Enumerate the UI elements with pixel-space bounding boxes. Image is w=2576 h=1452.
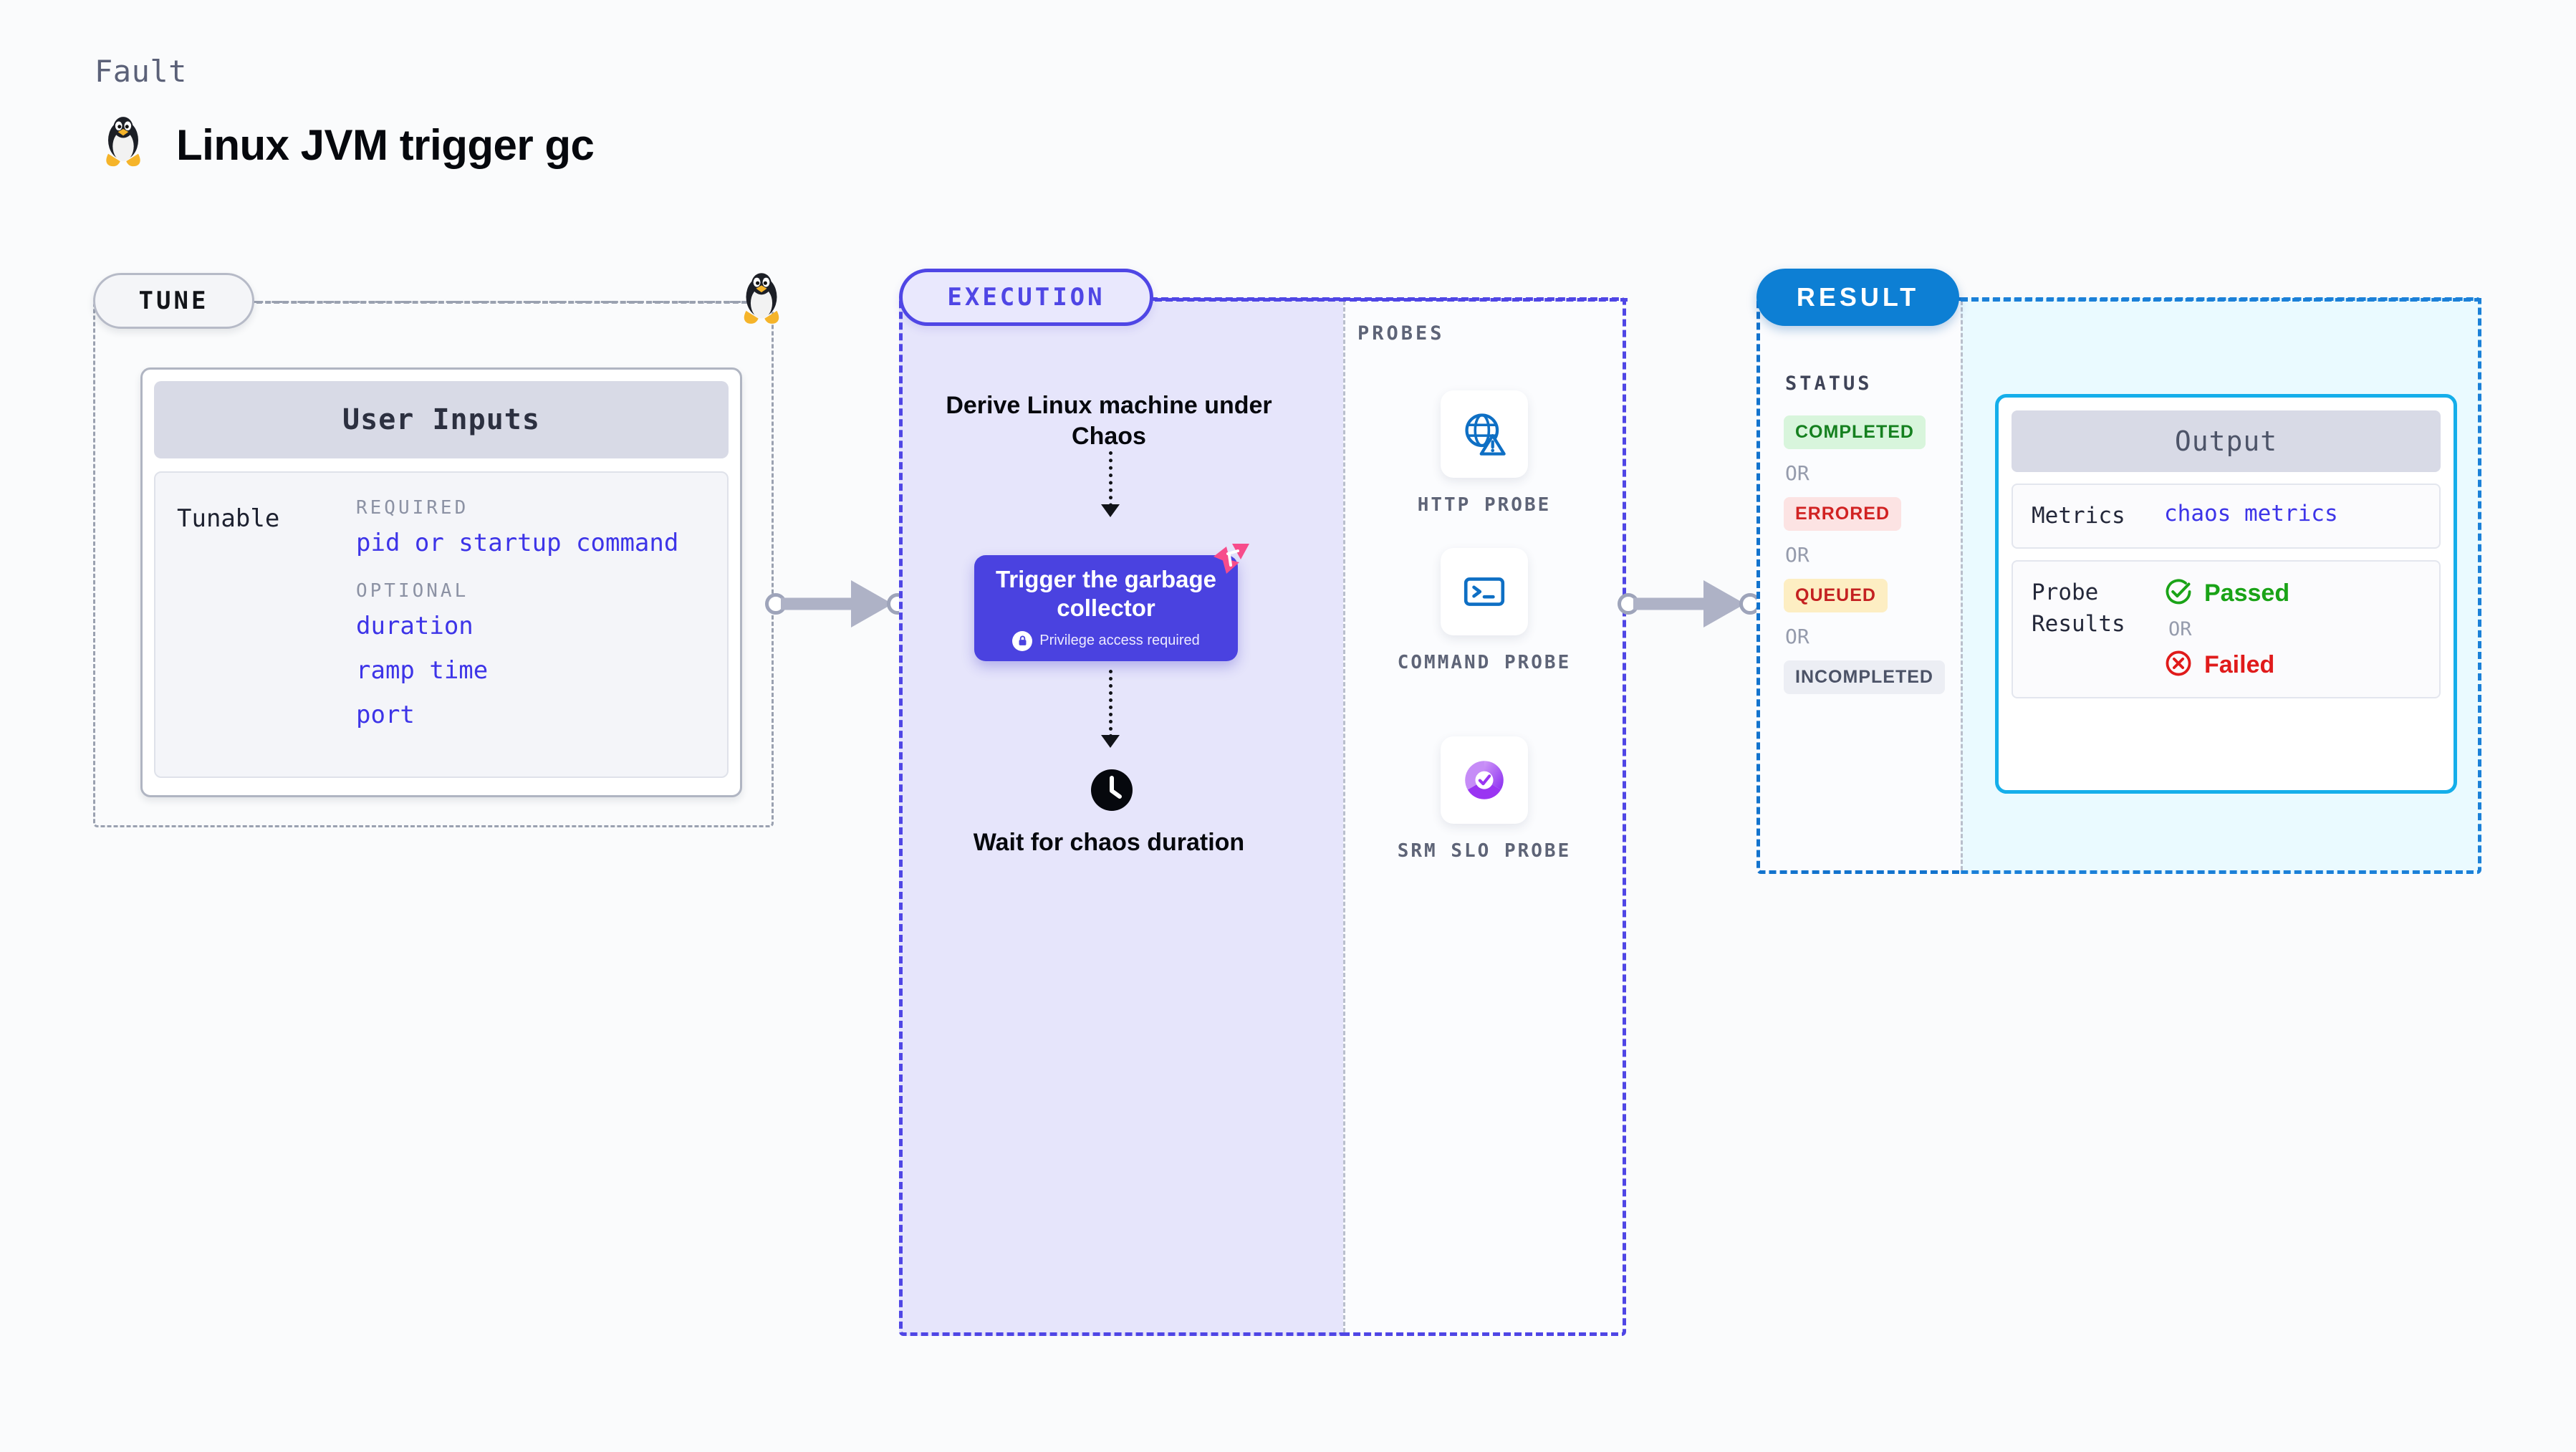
status-label: STATUS [1785, 372, 1873, 395]
x-circle-icon [2164, 649, 2193, 681]
status-or-1: OR [1785, 461, 1810, 485]
execution-step-derive: Derive Linux machine under Chaos [946, 392, 1272, 450]
connector-arrowhead [851, 580, 893, 628]
user-inputs-body: Tunable REQUIRED pid or startup command … [154, 471, 729, 778]
stage-pill-execution[interactable]: EXECUTION [899, 269, 1153, 326]
probes-divider [1343, 301, 1345, 1332]
status-badge-incompleted: INCOMPLETED [1784, 660, 1945, 694]
status-or-2: OR [1785, 543, 1810, 567]
probe-result-failed: Failed [2164, 649, 2421, 681]
execution-panel [899, 297, 1343, 1336]
fault-kicker: Fault [95, 54, 187, 89]
passed-label: Passed [2204, 580, 2290, 607]
page-title-row: Linux JVM trigger gc [99, 115, 595, 175]
linux-tux-corner-icon [736, 271, 787, 332]
probe-result-passed: Passed [2164, 577, 2421, 610]
recycle-icon [1212, 542, 1252, 580]
execution-step-wait: Wait for chaos duration [973, 829, 1245, 856]
user-inputs-title: User Inputs [154, 381, 729, 458]
result-divider [1961, 301, 1963, 870]
output-row-metrics: Metrics chaos metrics [2012, 484, 2441, 549]
page-title: Linux JVM trigger gc [176, 120, 595, 169]
privilege-note-text: Privilege access required [1039, 633, 1200, 649]
probe-results-key: Probe Results [2032, 580, 2125, 637]
output-row-probe-results: Probe Results Passed OR [2012, 560, 2441, 699]
check-circle-icon [2164, 577, 2193, 610]
probes-label: PROBES [1357, 322, 1445, 345]
connector-execution-to-result [1618, 580, 1761, 628]
globe-warning-icon [1441, 390, 1528, 478]
tunable-item-ramp-time[interactable]: ramp time [356, 656, 489, 685]
user-inputs-card: User Inputs Tunable REQUIRED pid or star… [140, 367, 742, 797]
connector-shaft [781, 597, 874, 610]
tunable-item-port[interactable]: port [356, 701, 415, 729]
output-title: Output [2012, 410, 2441, 472]
result-stage-line [1961, 298, 2481, 302]
probe-http-label: HTTP PROBE [1417, 494, 1552, 516]
chaos-metrics-link[interactable]: chaos metrics [2164, 501, 2338, 527]
status-badge-errored: ERRORED [1784, 497, 1902, 531]
tune-stage-line [256, 301, 747, 304]
connector-tune-to-execution [765, 580, 908, 628]
lock-icon [1012, 630, 1033, 651]
linux-tux-icon [99, 115, 148, 175]
slo-donut-check-icon [1441, 736, 1528, 824]
status-list: COMPLETED OR ERRORED OR QUEUED OR INCOMP… [1784, 415, 1948, 694]
tunable-item-pid[interactable]: pid or startup command [356, 529, 679, 557]
probe-result-or: OR [2168, 618, 2192, 641]
group-label-optional: OPTIONAL [356, 580, 469, 602]
connector-arrowhead [1703, 580, 1745, 628]
metrics-key: Metrics [2032, 503, 2125, 529]
trigger-gc-title: Trigger the garbage collector [995, 566, 1217, 621]
output-card: Output Metrics chaos metrics Probe Resul… [1995, 394, 2457, 794]
privilege-note: Privilege access required [1012, 630, 1200, 651]
trigger-gc-node[interactable]: Trigger the garbage collector Privilege … [974, 555, 1238, 661]
execution-stage-line [1155, 298, 1628, 302]
tunable-groups: REQUIRED pid or startup command OPTIONAL… [356, 497, 706, 752]
tunable-item-duration[interactable]: duration [356, 612, 474, 640]
probe-http[interactable]: HTTP PROBE [1391, 390, 1577, 518]
clock-icon [1090, 768, 1134, 812]
probe-srm-slo[interactable]: SRM SLO PROBE [1391, 736, 1577, 864]
connector-shaft [1633, 597, 1726, 610]
status-or-3: OR [1785, 625, 1810, 648]
tunable-label: Tunable [177, 504, 280, 533]
stage-pill-result[interactable]: RESULT [1756, 269, 1959, 326]
probe-command-label: COMMAND PROBE [1397, 652, 1572, 673]
probe-command[interactable]: COMMAND PROBE [1391, 548, 1577, 675]
probe-srm-slo-label: SRM SLO PROBE [1397, 840, 1572, 862]
failed-label: Failed [2204, 651, 2275, 679]
terminal-icon [1441, 548, 1528, 635]
stage-pill-tune[interactable]: TUNE [93, 273, 254, 329]
group-label-required: REQUIRED [356, 497, 469, 519]
status-badge-completed: COMPLETED [1784, 415, 1926, 449]
status-badge-queued: QUEUED [1784, 579, 1888, 612]
